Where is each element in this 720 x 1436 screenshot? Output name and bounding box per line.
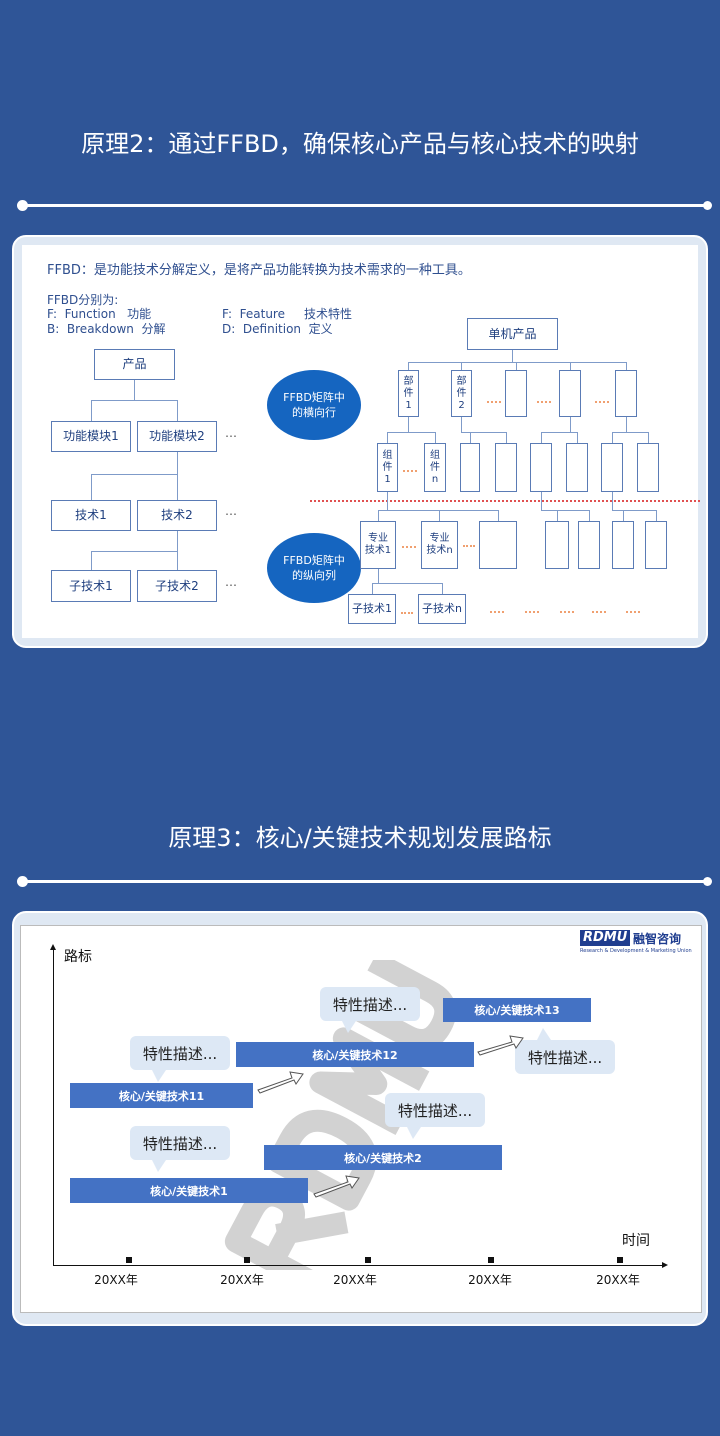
roadmap-bar-tech-2: 核心/关键技术2 (264, 1145, 502, 1170)
ellipsis: … (225, 575, 237, 589)
section-title-principle-2: 原理2：通过FFBD，确保核心产品与核心技术的映射 (81, 130, 639, 158)
roadmap-bar-tech-1: 核心/关键技术1 (70, 1178, 308, 1203)
tree-node-part-2: 部 件 2 (451, 370, 472, 417)
x-tick-label: 20XX年 (94, 1273, 138, 1287)
tree-node-component-1: 组 件 1 (377, 443, 398, 492)
divider (17, 200, 712, 211)
def-breakdown: B: Breakdown 分解 (47, 322, 166, 336)
def-function: F: Function 功能 (47, 307, 152, 321)
ellipsis: … (225, 426, 237, 440)
circle-matrix-row: FFBD矩阵中 的横向行 (267, 370, 361, 440)
tree-node-part (559, 370, 581, 417)
feature-bubble: 特性描述... (320, 987, 420, 1033)
tree-node-standalone-product: 单机产品 (467, 318, 558, 350)
arrow-icon (313, 1175, 360, 1198)
tree-node-part (615, 370, 637, 417)
def-definition: D: Definition 定义 (222, 322, 333, 336)
tree-node-product: 产品 (94, 349, 175, 380)
ffbd-intro: FFBD：是功能技术分解定义，是将产品功能转换为技术需求的一种工具。 (47, 263, 471, 278)
x-tick-label: 20XX年 (596, 1273, 640, 1287)
feature-bubble: 特性描述... (515, 1028, 615, 1074)
feature-bubble: 特性描述... (130, 1126, 230, 1172)
arrow-icon (257, 1071, 304, 1094)
tree-node-tech-2: 技术2 (137, 500, 217, 531)
feature-bubble: 特性描述... (130, 1036, 230, 1082)
tree-node-tech-1: 技术1 (51, 500, 131, 531)
tree-node-part (505, 370, 527, 417)
roadmap-bar-tech-13: 核心/关键技术13 (443, 998, 591, 1022)
matrix-divider (310, 500, 700, 502)
ellipsis: … (225, 504, 237, 518)
x-tick-label: 20XX年 (468, 1273, 512, 1287)
circle-matrix-column: FFBD矩阵中 的纵向列 (267, 533, 361, 603)
tree-node-subtech-1: 子技术1 (51, 570, 131, 602)
y-axis (53, 948, 54, 1266)
tree-node-module-2: 功能模块2 (137, 421, 217, 452)
x-tick-label: 20XX年 (220, 1273, 264, 1287)
rdmu-logo: RDMU (580, 930, 631, 946)
tree-node-module-1: 功能模块1 (51, 421, 131, 452)
tree-node-specialty-n: 专业 技术n (421, 521, 458, 569)
logo-cn: 融智咨询 (633, 932, 682, 946)
tree-node-subtech-1-right: 子技术1 (348, 594, 396, 624)
x-tick-label: 20XX年 (333, 1273, 377, 1287)
ffbd-split-label: FFBD分别为: (47, 293, 119, 307)
tree-node-part-1: 部 件 1 (398, 370, 419, 417)
tree-node-specialty-1: 专业 技术1 (360, 521, 396, 569)
section-title-principle-3: 原理3：核心/关键技术规划发展路标 (168, 824, 552, 852)
tree-node-subtech-2: 子技术2 (137, 570, 217, 602)
arrow-icon (477, 1035, 524, 1056)
roadmap-bar-tech-11: 核心/关键技术11 (70, 1083, 253, 1108)
x-axis-label: 时间 (622, 1233, 650, 1249)
logo-subtitle: Research & Development & Marketing Union (580, 948, 692, 954)
y-axis-label: 路标 (64, 949, 92, 965)
x-axis (53, 1265, 663, 1266)
feature-bubble: 特性描述... (385, 1093, 485, 1139)
tree-node-subtech-n-right: 子技术n (418, 594, 466, 624)
def-feature: F: Feature 技术特性 (222, 307, 353, 321)
divider (17, 876, 712, 887)
roadmap-bar-tech-12: 核心/关键技术12 (236, 1042, 474, 1067)
tree-node-component-n: 组 件 n (424, 443, 446, 492)
